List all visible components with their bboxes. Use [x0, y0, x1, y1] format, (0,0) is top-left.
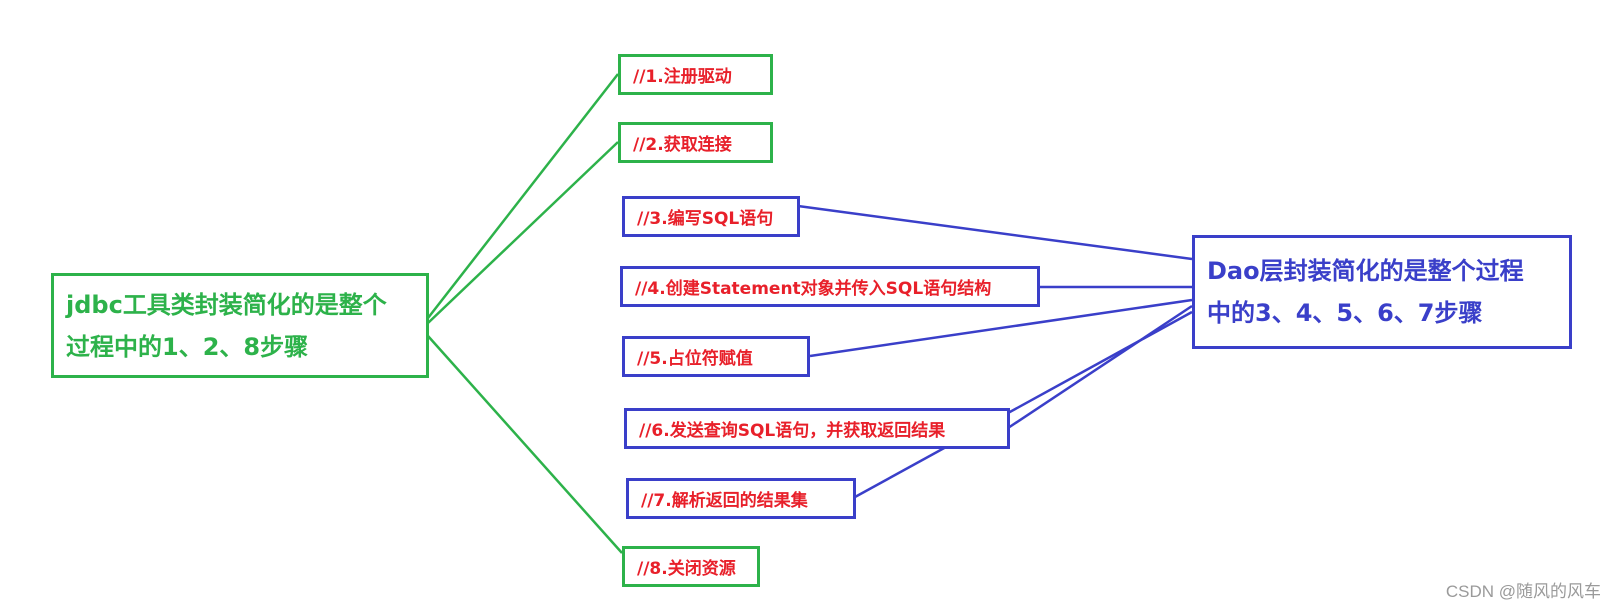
connector-step-2: [427, 141, 619, 324]
jdbc-util-node-line-1: jdbc工具类封装简化的是整个: [66, 290, 387, 319]
dao-layer-node: Dao层封装简化的是整个过程 中的3、4、5、6、7步骤: [1192, 235, 1572, 349]
jdbc-util-node: jdbc工具类封装简化的是整个 过程中的1、2、8步骤: [51, 273, 429, 378]
step-2-box: //2.获取连接: [618, 122, 773, 163]
step-5-box: //5.占位符赋值: [622, 336, 810, 377]
watermark: CSDN @随风的风车: [1445, 582, 1601, 601]
step-6-box: //6.发送查询SQL语句，并获取返回结果: [624, 408, 1010, 449]
connector-step-8: [427, 335, 623, 554]
step-5-label: //5.占位符赋值: [637, 349, 753, 369]
step-3-label: //3.编写SQL语句: [637, 209, 774, 229]
connector-step-3: [797, 204, 1193, 261]
step-3-box: //3.编写SQL语句: [622, 196, 800, 237]
step-8-label: //8.关闭资源: [637, 559, 736, 579]
step-2-label: //2.获取连接: [633, 135, 732, 155]
step-1-label: //1.注册驱动: [633, 67, 732, 87]
dao-layer-node-line-1: Dao层封装简化的是整个过程: [1207, 257, 1524, 285]
connector-step-1: [427, 73, 619, 319]
step-6-label: //6.发送查询SQL语句，并获取返回结果: [639, 421, 946, 441]
jdbc-util-node-line-2: 过程中的1、2、8步骤: [66, 332, 309, 361]
step-4-label: //4.创建Statement对象并传入SQL语句结构: [635, 279, 992, 299]
connector-step-6: [1007, 304, 1193, 430]
connector-step-7: [854, 310, 1193, 499]
step-7-label: //7.解析返回的结果集: [641, 491, 808, 511]
dao-layer-node-line-2: 中的3、4、5、6、7步骤: [1207, 299, 1483, 327]
connector-step-5: [809, 298, 1193, 358]
step-1-box: //1.注册驱动: [618, 54, 773, 95]
step-4-box: //4.创建Statement对象并传入SQL语句结构: [620, 266, 1040, 307]
step-8-box: //8.关闭资源: [622, 546, 760, 587]
step-7-box: //7.解析返回的结果集: [626, 478, 856, 519]
